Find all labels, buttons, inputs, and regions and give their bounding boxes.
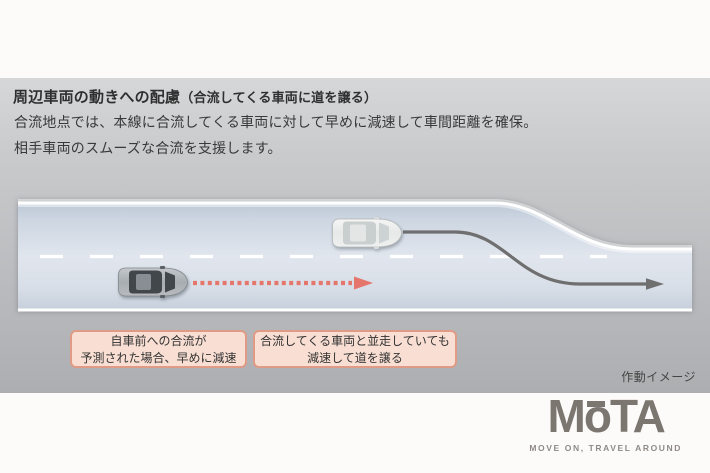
merging-car-icon (332, 217, 402, 249)
page-title-paren: （合流してくる車両に道を譲る） (180, 90, 378, 105)
callout-line: 合流してくる車両と並走していても (260, 334, 450, 348)
own-car-icon (118, 266, 188, 298)
operation-image-caption: 作動イメージ (621, 370, 696, 384)
description-line-1: 合流地点では、本線に合流してくる車両に対して早めに減速して車間距離を確保。 (14, 114, 538, 130)
description-line-2: 相手車両のスムーズな合流を支援します。 (14, 140, 282, 156)
mota-logo: MoTA (548, 390, 666, 442)
callout-line: 自車前への合流が (110, 334, 207, 348)
page-title-main: 周辺車両の動きへの配慮 (13, 89, 181, 106)
mota-tagline: MOVE ON, TRAVEL AROUND (529, 443, 682, 453)
callout-yield-way: 合流してくる車両と並走していても 減速して道を譲る (253, 330, 457, 368)
page-title: 周辺車両の動きへの配慮（合流してくる車両に道を譲る） (13, 86, 377, 107)
deceleration-dotted-arrow-icon (193, 276, 373, 290)
logo-letter-o-macron: o (583, 390, 612, 442)
logo-letter-m: M (547, 390, 586, 442)
merge-path-arrow-icon (403, 230, 664, 290)
callout-line: 予測された場合、早めに減速 (80, 350, 237, 365)
logo-letters-ta: TA (609, 390, 666, 442)
callout-line: 減速して道を譲る (307, 350, 403, 365)
callout-decelerate-early: 自車前への合流が 予測された場合、早めに減速 (70, 330, 247, 368)
mota-brand: MoTA MOVE ON, TRAVEL AROUND (529, 390, 682, 453)
road-top-edge-line (18, 201, 692, 251)
